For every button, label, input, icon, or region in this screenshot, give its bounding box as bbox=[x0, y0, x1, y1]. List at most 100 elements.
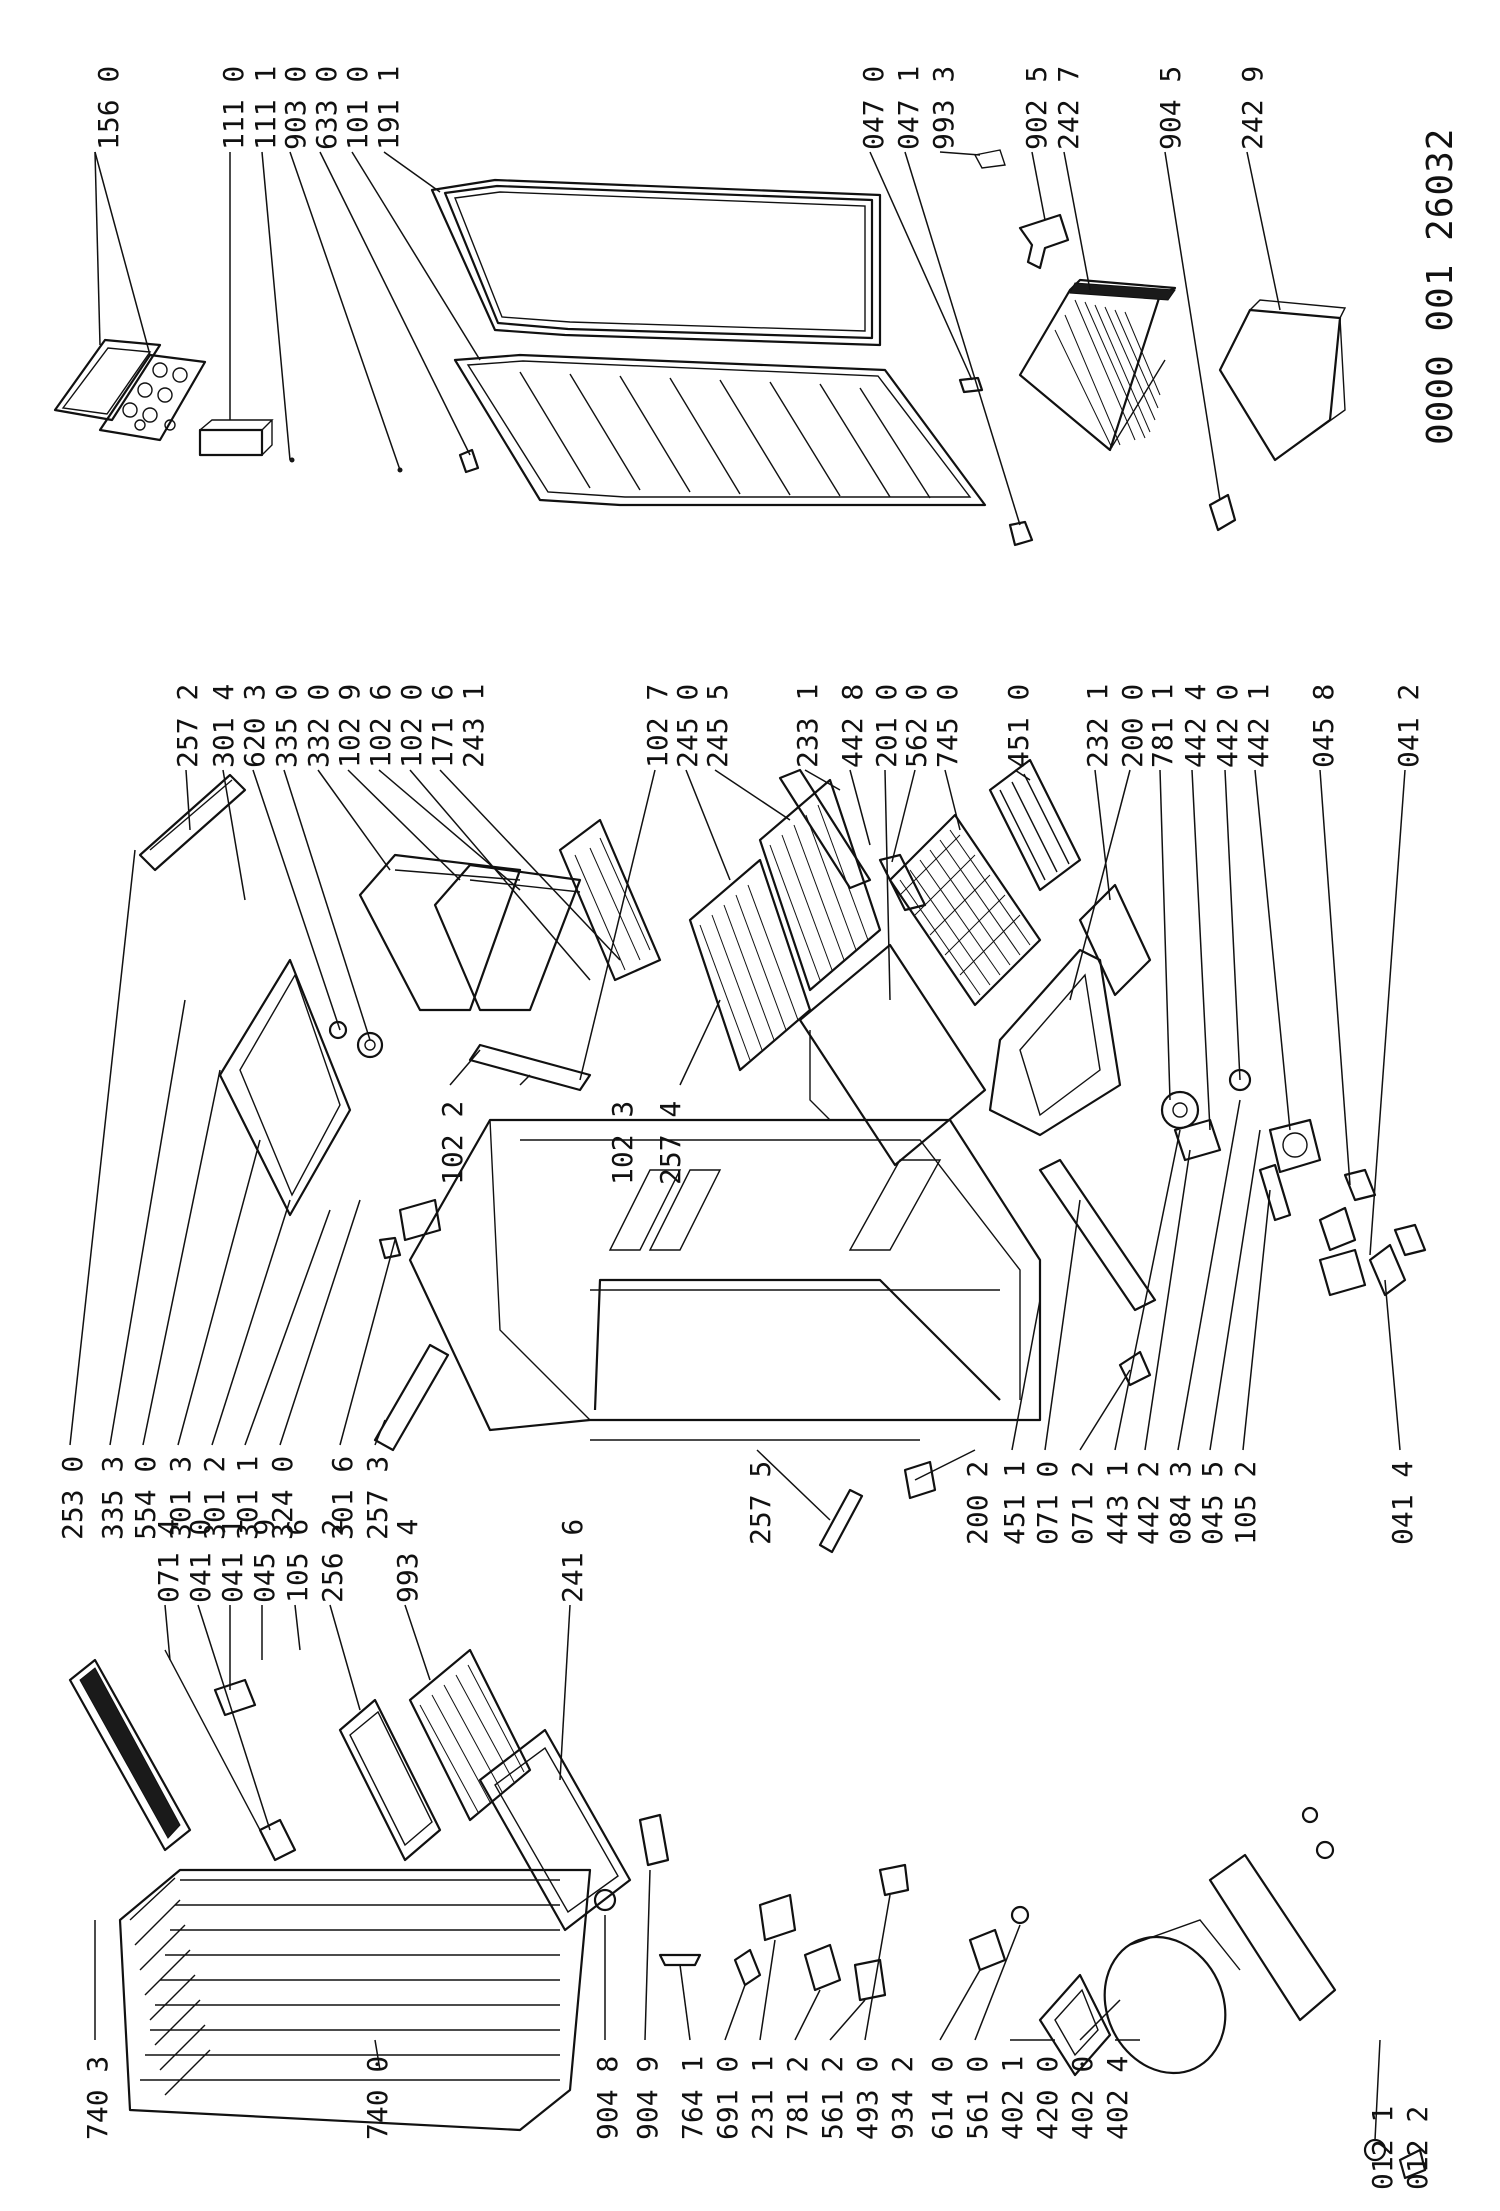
callout: 041 1 bbox=[216, 1519, 249, 1603]
callout: 105 6 bbox=[281, 1519, 314, 1603]
callout: 256 2 bbox=[316, 1519, 349, 1603]
callout: 102 0 bbox=[395, 684, 428, 768]
callout: 620 3 bbox=[238, 684, 271, 768]
callout: 200 2 bbox=[961, 1461, 994, 1545]
callout: 993 3 bbox=[927, 66, 960, 150]
callout: 740 3 bbox=[81, 2056, 114, 2140]
callout: 041 4 bbox=[1386, 1461, 1419, 1545]
callout: 442 8 bbox=[836, 684, 869, 768]
callout: 420 0 bbox=[1031, 2056, 1064, 2140]
callout: 012 2 bbox=[1401, 2106, 1434, 2190]
callout: 047 0 bbox=[857, 66, 890, 150]
callout: 442 2 bbox=[1132, 1461, 1165, 1545]
callout: 233 1 bbox=[791, 684, 824, 768]
callout: 201 0 bbox=[870, 684, 903, 768]
callout: 402 1 bbox=[996, 2056, 1029, 2140]
callout: 335 0 bbox=[270, 684, 303, 768]
callout: 232 1 bbox=[1081, 684, 1114, 768]
callout: 902 5 bbox=[1020, 66, 1053, 150]
callout: 071 2 bbox=[1066, 1461, 1099, 1545]
callout: 301 4 bbox=[207, 684, 240, 768]
callout: 764 1 bbox=[676, 2056, 709, 2140]
leader-lines bbox=[69, 151, 1406, 2141]
callout: 451 0 bbox=[1002, 684, 1035, 768]
callout: 934 2 bbox=[886, 2056, 919, 2140]
callout: 561 2 bbox=[816, 2056, 849, 2140]
callout: 102 7 bbox=[641, 684, 674, 768]
callout: 335 3 bbox=[96, 1456, 129, 1540]
callout: 105 2 bbox=[1229, 1461, 1262, 1545]
callout: 171 6 bbox=[426, 684, 459, 768]
callout: 257 5 bbox=[744, 1461, 777, 1545]
door-assembly-drawing bbox=[53, 149, 1347, 547]
callout: 101 0 bbox=[341, 66, 374, 150]
callout: 993 4 bbox=[391, 1519, 424, 1603]
callouts-center-top: 257 2 301 4 620 3 335 0 332 0 102 9 102 … bbox=[171, 684, 1425, 768]
callout: 903 0 bbox=[279, 66, 312, 150]
callout: 451 1 bbox=[998, 1461, 1031, 1545]
callout: 041 0 bbox=[184, 1519, 217, 1603]
callout: 242 9 bbox=[1236, 66, 1269, 150]
callout: 156 0 bbox=[92, 66, 125, 150]
callout: 045 8 bbox=[1307, 684, 1340, 768]
callout: 301 2 bbox=[198, 1456, 231, 1540]
machine-compartment-drawing bbox=[68, 1648, 1427, 2180]
callouts-center-inner: 102 2 102 3 257 4 bbox=[436, 1101, 687, 1185]
callout: 102 9 bbox=[333, 684, 366, 768]
callout: 554 0 bbox=[129, 1456, 162, 1540]
callout: 111 1 bbox=[249, 66, 282, 150]
callout: 243 1 bbox=[457, 684, 490, 768]
callout: 071 0 bbox=[1031, 1461, 1064, 1545]
callout: 045 9 bbox=[248, 1519, 281, 1603]
callout: 561 0 bbox=[961, 2056, 994, 2140]
callouts-right-top: 156 0 111 0 111 1 903 0 633 0 101 0 191 … bbox=[92, 66, 405, 150]
callout: 071 4 bbox=[152, 1519, 185, 1603]
callout: 045 5 bbox=[1196, 1461, 1229, 1545]
callout: 047 1 bbox=[892, 66, 925, 150]
callout: 904 9 bbox=[631, 2056, 664, 2140]
callout: 242 7 bbox=[1052, 66, 1085, 150]
callout: 691 0 bbox=[711, 2056, 744, 2140]
callout: 257 4 bbox=[654, 1101, 687, 1185]
callout: 257 2 bbox=[171, 684, 204, 768]
callouts-right-mid: 047 0 047 1 993 3 902 5 242 7 904 5 242 … bbox=[857, 66, 1269, 150]
callout: 301 3 bbox=[164, 1456, 197, 1540]
callout: 562 0 bbox=[900, 684, 933, 768]
callout: 012 1 bbox=[1366, 2106, 1399, 2190]
callout: 241 6 bbox=[556, 1519, 589, 1603]
callout: 102 2 bbox=[436, 1101, 469, 1185]
callout: 614 0 bbox=[926, 2056, 959, 2140]
callouts-center-bottom-2: 257 5 200 2 451 1 071 0 071 2 443 1 442 … bbox=[744, 1461, 1419, 1545]
callouts-left-bottom: 740 3 740 0 904 8 904 9 764 1 691 0 231 … bbox=[81, 2056, 1434, 2190]
document-code: 0000 001 26032 bbox=[1420, 128, 1461, 445]
callout: 231 1 bbox=[746, 2056, 779, 2140]
callout: 442 4 bbox=[1179, 684, 1212, 768]
callout: 633 0 bbox=[310, 66, 343, 150]
cabinet-assembly-drawing bbox=[138, 758, 1427, 1554]
callout: 301 1 bbox=[231, 1456, 264, 1540]
callout: 324 0 bbox=[266, 1456, 299, 1540]
callout: 781 2 bbox=[781, 2056, 814, 2140]
callout: 245 0 bbox=[671, 684, 704, 768]
callout: 102 6 bbox=[364, 684, 397, 768]
callout: 493 0 bbox=[851, 2056, 884, 2140]
callout: 781 1 bbox=[1146, 684, 1179, 768]
callout: 745 0 bbox=[931, 684, 964, 768]
callout: 443 1 bbox=[1101, 1461, 1134, 1545]
callouts-center-bottom: 253 0 335 3 554 0 301 3 301 2 301 1 324 … bbox=[56, 1456, 394, 1540]
callout: 084 3 bbox=[1164, 1461, 1197, 1545]
callout: 402 4 bbox=[1101, 2056, 1134, 2140]
callout: 041 2 bbox=[1392, 684, 1425, 768]
callout: 191 1 bbox=[372, 66, 405, 150]
callout: 904 5 bbox=[1154, 66, 1187, 150]
callouts-left-top: 071 4 041 0 041 1 045 9 105 6 256 2 993 … bbox=[152, 1519, 589, 1603]
callout: 301 6 bbox=[326, 1456, 359, 1540]
callout: 740 0 bbox=[361, 2056, 394, 2140]
callout: 245 5 bbox=[701, 684, 734, 768]
callout: 442 1 bbox=[1242, 684, 1275, 768]
callout: 442 0 bbox=[1211, 684, 1244, 768]
callout: 904 8 bbox=[591, 2056, 624, 2140]
callout: 402 0 bbox=[1066, 2056, 1099, 2140]
callout: 200 0 bbox=[1116, 684, 1149, 768]
